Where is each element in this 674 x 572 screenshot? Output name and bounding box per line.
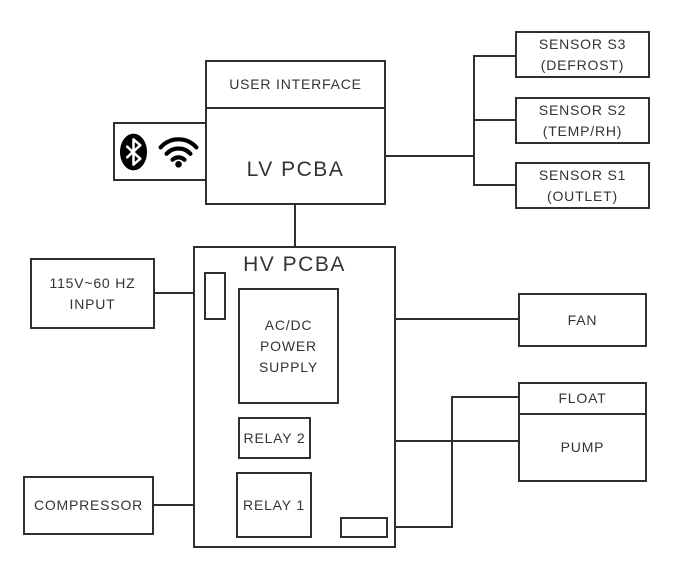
lv-pcba-label: LV PCBA (246, 158, 345, 181)
acdc-line1: AC/DC (264, 316, 313, 333)
compressor-box: COMPRESSOR (23, 476, 154, 535)
wire-lvpcba-to-sensor-bus (384, 155, 474, 157)
float-box: FLOAT (518, 382, 647, 415)
input-115v-line1: 115V~60 HZ (49, 274, 136, 291)
input-115v-box: 115V~60 HZ INPUT (30, 258, 155, 329)
bluetooth-icon (119, 132, 148, 172)
float-label: FLOAT (558, 390, 607, 406)
relay-2-box: RELAY 2 (238, 417, 311, 459)
wire-bus-to-sensor-s1 (473, 184, 515, 186)
wire-relay2-to-pump (311, 440, 518, 442)
wire-riser-top-to-float (451, 396, 518, 398)
hv-pcba-label: HV PCBA (243, 253, 346, 276)
sensor-s1-box: SENSOR S1 (OUTLET) (515, 162, 650, 209)
sensor-s1-type: (OUTLET) (547, 187, 618, 204)
wire-connector-to-riser (388, 526, 453, 528)
compressor-label: COMPRESSOR (33, 497, 144, 513)
user-interface-label: USER INTERFACE (229, 76, 362, 92)
sensor-s3-name: SENSOR S3 (538, 35, 627, 52)
wifi-icon (156, 135, 201, 168)
sensor-s3-type: (DEFROST) (540, 56, 625, 73)
relay-1-box: RELAY 1 (236, 472, 312, 538)
user-interface-box: USER INTERFACE (205, 60, 386, 109)
wire-bus-to-sensor-s2 (473, 119, 515, 121)
power-entry-connector (204, 272, 226, 320)
sensor-s1-name: SENSOR S1 (538, 166, 627, 183)
relay-2-label: RELAY 2 (243, 429, 306, 446)
acdc-line2: POWER (260, 337, 317, 354)
wire-bus-to-sensor-s3 (473, 55, 515, 57)
wire-input-to-hvpcba (155, 292, 204, 294)
acdc-power-supply-box: AC/DC POWER SUPPLY (238, 288, 339, 404)
acdc-line3: SUPPLY (258, 358, 318, 375)
wireless-icons (119, 132, 201, 172)
wire-acdc-to-fan (339, 318, 518, 320)
sensor-s2-name: SENSOR S2 (538, 101, 627, 118)
sensor-s3-box: SENSOR S3 (DEFROST) (515, 31, 650, 78)
wire-lvpcba-to-hvpcba (294, 205, 296, 246)
pump-label: PUMP (560, 439, 605, 455)
fan-box: FAN (518, 293, 647, 347)
sensor-s2-box: SENSOR S2 (TEMP/RH) (515, 97, 650, 144)
pump-output-connector (340, 517, 388, 538)
wire-riser-to-float (451, 396, 453, 528)
relay-1-label: RELAY 1 (243, 496, 305, 513)
input-115v-line2: INPUT (69, 295, 116, 312)
lv-pcba-box: LV PCBA (205, 107, 386, 205)
fan-label: FAN (567, 311, 598, 328)
wireless-box (113, 122, 207, 181)
sensor-s2-type: (TEMP/RH) (542, 122, 623, 139)
pump-box: PUMP (518, 413, 647, 482)
